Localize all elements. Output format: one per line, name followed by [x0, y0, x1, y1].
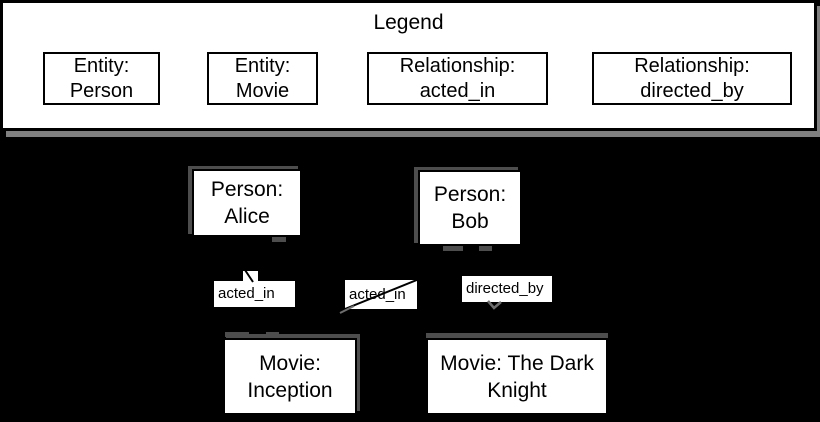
node-label-line2: Alice — [224, 205, 270, 228]
arrowhead-mark-inception-right — [266, 332, 279, 337]
node-movie-dark-knight: Movie: The Dark Knight — [426, 338, 608, 415]
legend-item-relationship-acted-in: Relationship: acted_in — [367, 52, 548, 105]
legend-item-relationship-directed-by: Relationship: directed_by — [592, 52, 792, 105]
edge-label-acted-in-2: acted_in — [349, 286, 406, 303]
arrowhead-mark-inception-left — [225, 332, 249, 337]
legend-item-entity-movie: Entity: Movie — [207, 52, 318, 105]
legend-item-entity-person: Entity: Person — [43, 52, 160, 105]
node-label-line2: Bob — [451, 210, 489, 233]
node-label-line1: Movie: The Dark — [440, 351, 594, 375]
edge-stub-bob-right — [479, 246, 492, 251]
legend-panel: Legend Entity: Person Entity: Movie Rela… — [0, 0, 817, 131]
edge-bob-inception — [272, 245, 502, 339]
node-movie-inception: Movie: Inception — [223, 338, 357, 415]
edge-stub-bob-left — [443, 246, 463, 251]
edge-label-directed-by: directed_by — [462, 276, 552, 302]
legend-item-line1: Relationship: — [634, 54, 750, 77]
edge-label-acted-in-1: acted_in — [214, 281, 295, 307]
edge-bob-inception-tail-mark — [339, 305, 355, 314]
node-label-line2: Inception — [247, 378, 333, 402]
legend-item-line2: acted_in — [419, 79, 496, 102]
arrowhead-directed-by — [487, 300, 502, 310]
legend-item-line2: Movie — [235, 79, 290, 102]
legend-item-line2: directed_by — [640, 79, 744, 102]
edge-alice-inception-mark — [244, 269, 254, 283]
legend-item-line1: Entity: — [73, 54, 130, 77]
node-label-line1: Person: — [433, 183, 507, 206]
edge-stub-alice — [272, 237, 286, 242]
legend-item-line2: Person — [69, 79, 134, 102]
node-person-alice: Person: Alice — [192, 169, 302, 237]
node-label-line1: Person: — [210, 178, 284, 201]
node-label-line1: Movie: — [259, 351, 321, 375]
legend-title: Legend — [373, 11, 444, 34]
legend-item-line1: Relationship: — [399, 54, 516, 77]
node-person-bob: Person: Bob — [418, 170, 522, 246]
legend-item-line1: Entity: — [234, 54, 291, 77]
node-label-line2: Knight — [487, 378, 547, 402]
